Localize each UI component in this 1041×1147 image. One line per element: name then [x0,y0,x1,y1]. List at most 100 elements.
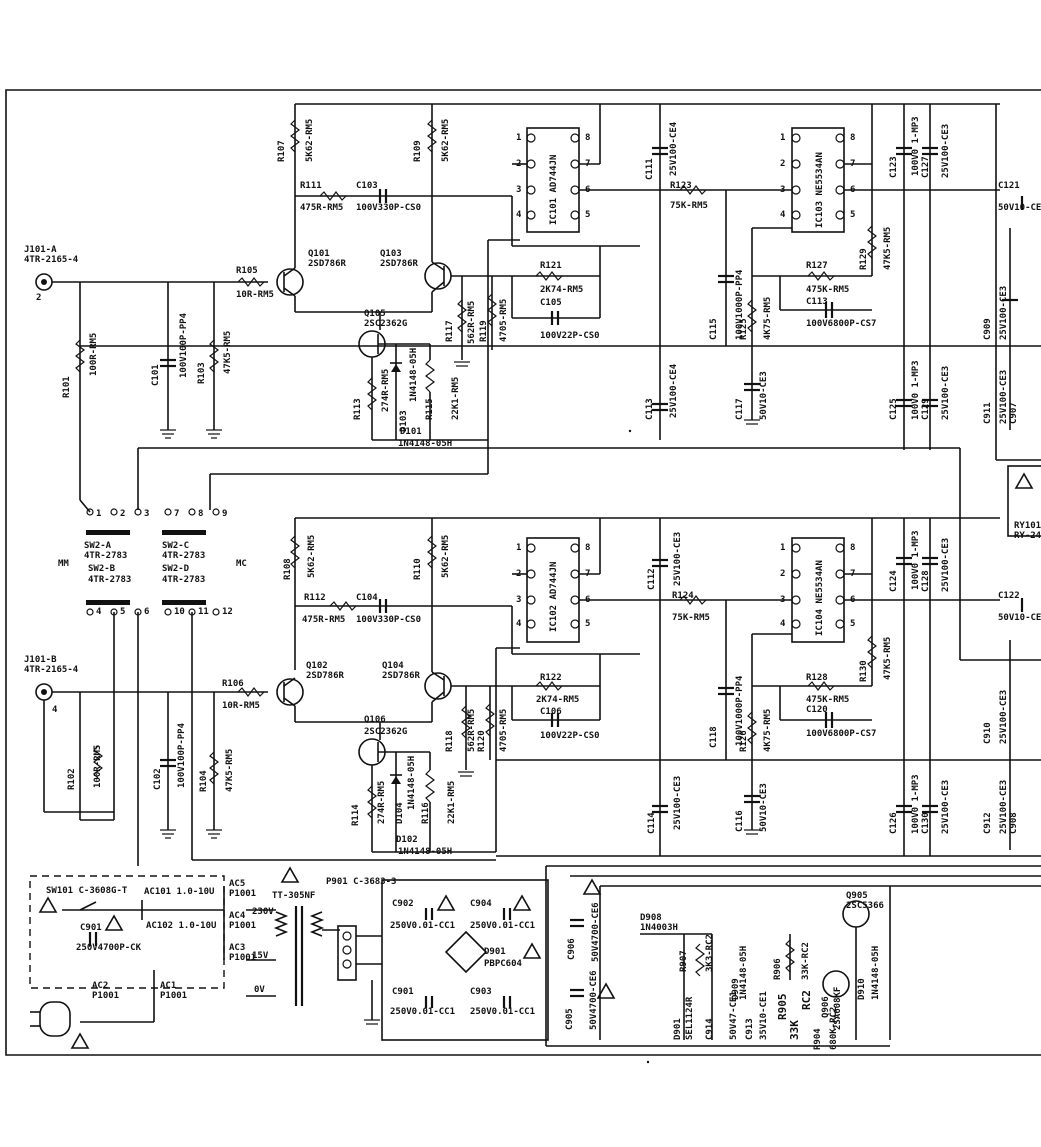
c909-label: C909 [983,318,993,340]
c118-label: C118 [709,726,719,748]
r121-value: 2K74-RM5 [540,285,583,295]
c905-label: C905 [565,1008,575,1030]
jack-a-pin: 2 [36,293,41,303]
c113-label: C113 [645,398,655,420]
c120-label: C120 [806,705,828,715]
ry101-label: RY101 [1014,521,1041,531]
r105-value: 10R-RM5 [236,290,274,300]
c901b-value: 250V0.01-CC1 [390,1007,455,1017]
c120-value: 100V6800P-CS7 [806,729,876,739]
r120-label: R120 [477,730,487,752]
ac1-part: P1001 [160,991,187,1001]
ic102-pin-5: 5 [585,619,590,629]
v230-label: 230V [252,907,274,917]
r904-value: 680K-RC2 [829,1007,839,1050]
sw-pin-11: 11 [198,607,209,617]
d909-value: 1N4148-05H [739,946,749,1000]
r114-label: R114 [351,804,361,826]
ic102-label: IC102 AD744JN [549,562,559,632]
r125-label: R125 [739,318,749,340]
c901-label: C901 [80,923,102,933]
r106-label: R106 [222,679,244,689]
c911-value: 25V100-CE3 [999,370,1009,424]
q106-label: Q106 [364,715,386,725]
r116-label: R116 [421,802,431,824]
d103-value: 1N4148-05H [409,348,419,402]
ic101-body [526,127,580,233]
r128-value: 475K-RM5 [806,695,849,705]
r130-label: R130 [859,660,869,682]
r128-label: R128 [806,673,828,683]
jack-b-part: 4TR-2165-4 [24,665,79,675]
d901-value: PBPC604 [484,959,523,969]
r115-label: R115 [425,398,435,420]
r123-value: 75K-RM5 [670,201,708,211]
r102-value: 100R-RM5 [93,745,103,788]
c112-label: C112 [647,568,657,590]
ic103-pin-8: 8 [850,133,855,143]
ic104-body [791,537,845,643]
c116-label: C116 [735,810,745,832]
r108-value: 5K62-RM5 [307,535,317,578]
r112-value: 475R-RM5 [302,615,345,625]
c909-value: 25V100-CE3 [999,286,1009,340]
ic102-pin-1: 1 [516,543,521,553]
c902-value: 250V0.01-CC1 [390,921,455,931]
ic101-pin-4: 4 [516,210,522,220]
sw2-a-label: SW2-A [84,541,112,551]
r105-label: R105 [236,266,258,276]
q905-value: 2SC5366 [846,901,884,911]
warning-icon [512,894,532,911]
sw-pin-1: 1 [96,509,101,519]
r109-value: 5K62-RM5 [441,119,451,162]
r103-label: R103 [197,362,207,384]
ac3-label: AC3 [229,943,245,953]
c125-value: 100V0 1-MP3 [911,360,921,420]
sw2-a-part: 4TR-2783 [84,551,127,561]
c117-label: C117 [735,398,745,420]
ry101-value: RY-24W-KJ [1014,531,1041,541]
q102-label: Q102 [306,661,328,671]
c902-label: C902 [392,899,414,909]
c127-value: 25V100-CE3 [941,124,951,178]
r117-value: 562R-RM5 [467,301,477,344]
c910-label: C910 [983,722,993,744]
c126-label: C126 [889,812,899,834]
c113b-value: 100V6800P-CS7 [806,319,876,329]
r106-value: 10R-RM5 [222,701,260,711]
d910-value: 1N4148-05H [871,946,881,1000]
sw-pin-7: 7 [174,509,179,519]
warning-icon [104,914,124,931]
r108-label: R108 [283,558,293,580]
c128-value: 25V100-CE3 [941,538,951,592]
c913-value: 35V10-CE1 [759,991,769,1040]
warning-icon [582,878,602,895]
ic101-pin-8: 8 [585,133,590,143]
ic102-pin-3: 3 [516,595,521,605]
c914-label: C914 [705,1018,715,1040]
r906-value: 33K-RC2 [801,942,811,980]
d102-value: 1N4148-05H [398,847,452,857]
c904-label: C904 [470,899,492,909]
warning-icon [280,866,300,883]
input-selector-switch[interactable]: 1 2 3 7 8 9 4 5 6 10 11 12 SW2-A 4TR-278… [58,508,247,617]
d101-label: D101 [400,427,422,437]
ic103-pin-1: 1 [780,133,785,143]
r125-value: 4K75-RM5 [763,297,773,340]
c116-value: 50V10-CE3 [759,783,769,832]
c903-value: 250V0.01-CC1 [470,1007,535,1017]
r107-value: 5K62-RM5 [305,119,315,162]
d908-value: 1N4003H [640,923,678,933]
sel-led-label: D901 [673,1018,683,1040]
c103-label: C103 [356,181,378,191]
ic104-pin-5: 5 [850,619,855,629]
c914-value: 50V47-CE1 [729,991,739,1040]
channel-b: R108 5K62-RM5 R110 5K62-RM5 R112 475R-RM… [24,517,1041,857]
r129-value: 47K5-RM5 [883,227,893,270]
jack-a-part: 4TR-2165-4 [24,255,79,265]
sw2-d-part: 4TR-2783 [162,575,205,585]
c101-label: C101 [151,364,161,386]
q105-value: 2SC2362G [364,319,407,329]
c124-label: C124 [889,570,899,592]
r127-value: 475K-RM5 [806,285,849,295]
